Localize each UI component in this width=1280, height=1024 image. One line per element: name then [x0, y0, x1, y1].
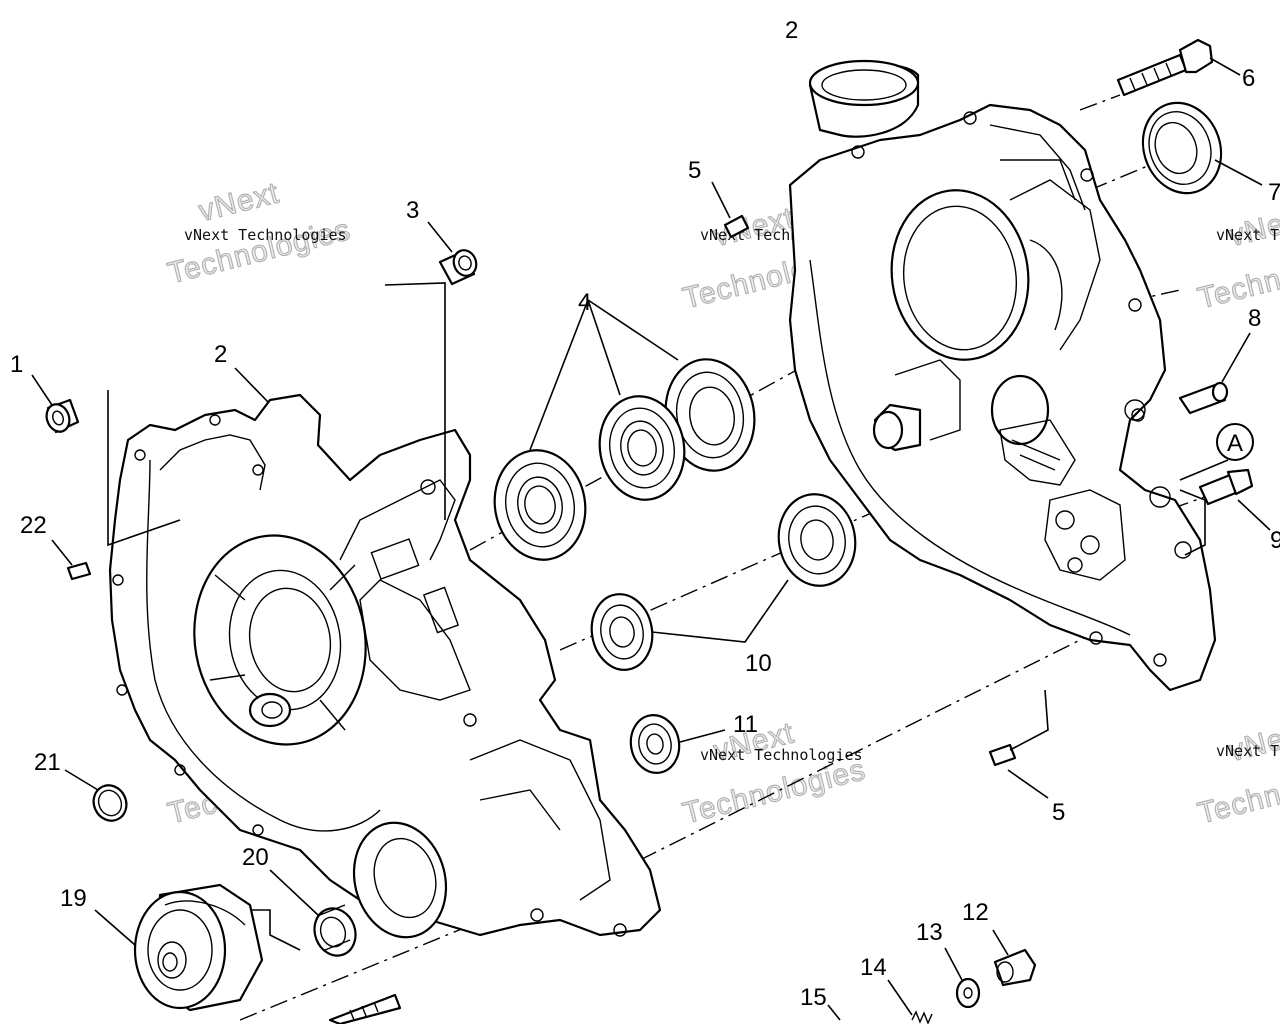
part-13-washer	[955, 977, 981, 1009]
callout-1: 1	[10, 351, 23, 378]
part-1-bushing	[45, 398, 80, 434]
part-7-seal	[1141, 101, 1223, 195]
callout-6: 6	[1242, 65, 1255, 92]
watermark-6: vNext Technologies	[1194, 716, 1280, 831]
callout-22: 22	[20, 512, 47, 539]
callout-4: 4	[578, 289, 591, 316]
part-20-seal	[313, 904, 357, 957]
callout-8: 8	[1248, 305, 1261, 332]
part-5-pin-upper	[723, 214, 750, 239]
left-crankcase	[108, 393, 662, 939]
part-19-rotor	[133, 883, 264, 1012]
callout-10: 10	[745, 650, 772, 677]
part-15-stud	[328, 993, 402, 1024]
part-3-bushing	[438, 249, 478, 286]
watermark-3: vNext Technologies	[1194, 201, 1280, 316]
bearing-4c	[598, 395, 686, 501]
callout-15: 15	[800, 984, 827, 1011]
callout-20: 20	[242, 844, 269, 871]
watermark-small: vNext Technologies	[1216, 226, 1280, 244]
part-12-bolt	[993, 948, 1037, 987]
callout-21: 21	[34, 749, 61, 776]
callout-7: 7	[1268, 179, 1280, 206]
leader-lines	[31, 57, 1271, 1021]
watermark-large: Technologies	[165, 213, 355, 290]
bearing-10b	[777, 493, 857, 587]
reference-marker-label: A	[1227, 430, 1243, 457]
watermark-small: vNext Technologies	[184, 226, 347, 244]
callout-2-right: 2	[785, 17, 798, 44]
watermark-top: vNext	[195, 176, 282, 228]
part-5-pin-lower	[988, 743, 1017, 767]
callout-12: 12	[962, 899, 989, 926]
callout-5-lower: 5	[1052, 799, 1065, 826]
part-22-pin	[66, 561, 92, 581]
bearing-10a	[590, 593, 654, 671]
callout-2-left: 2	[214, 341, 227, 368]
callout-labels: 1 2 2 3 4 5 5 6 7 8 9 10 11 12 13 14 15 …	[10, 17, 1280, 1011]
callout-13: 13	[916, 919, 943, 946]
callout-5-upper: 5	[688, 157, 701, 184]
part-6-bolt	[1116, 38, 1214, 97]
part-4-bearings	[493, 358, 756, 561]
bearing-4b	[664, 358, 756, 472]
part-11-bearing	[629, 714, 681, 774]
callout-3: 3	[406, 197, 419, 224]
part-8-dowel	[1178, 381, 1229, 415]
watermark-5: vNext Technologies	[679, 716, 870, 831]
callout-11: 11	[733, 711, 758, 738]
callout-9: 9	[1270, 527, 1280, 554]
watermark-large: Technologies	[680, 753, 870, 830]
bearing-4a	[493, 449, 587, 561]
part-9-fitting	[1198, 468, 1254, 506]
callout-19: 19	[60, 885, 87, 912]
part-10-bearings	[590, 493, 857, 671]
part-14-spring	[911, 1010, 933, 1024]
part-21-oring	[92, 784, 128, 822]
callout-14: 14	[860, 954, 887, 981]
watermark-small: vNext Technologies	[700, 746, 863, 764]
reference-marker: A	[1216, 423, 1254, 461]
watermark-small: vNext Technologies	[1216, 742, 1280, 760]
right-crankcase	[788, 59, 1217, 692]
